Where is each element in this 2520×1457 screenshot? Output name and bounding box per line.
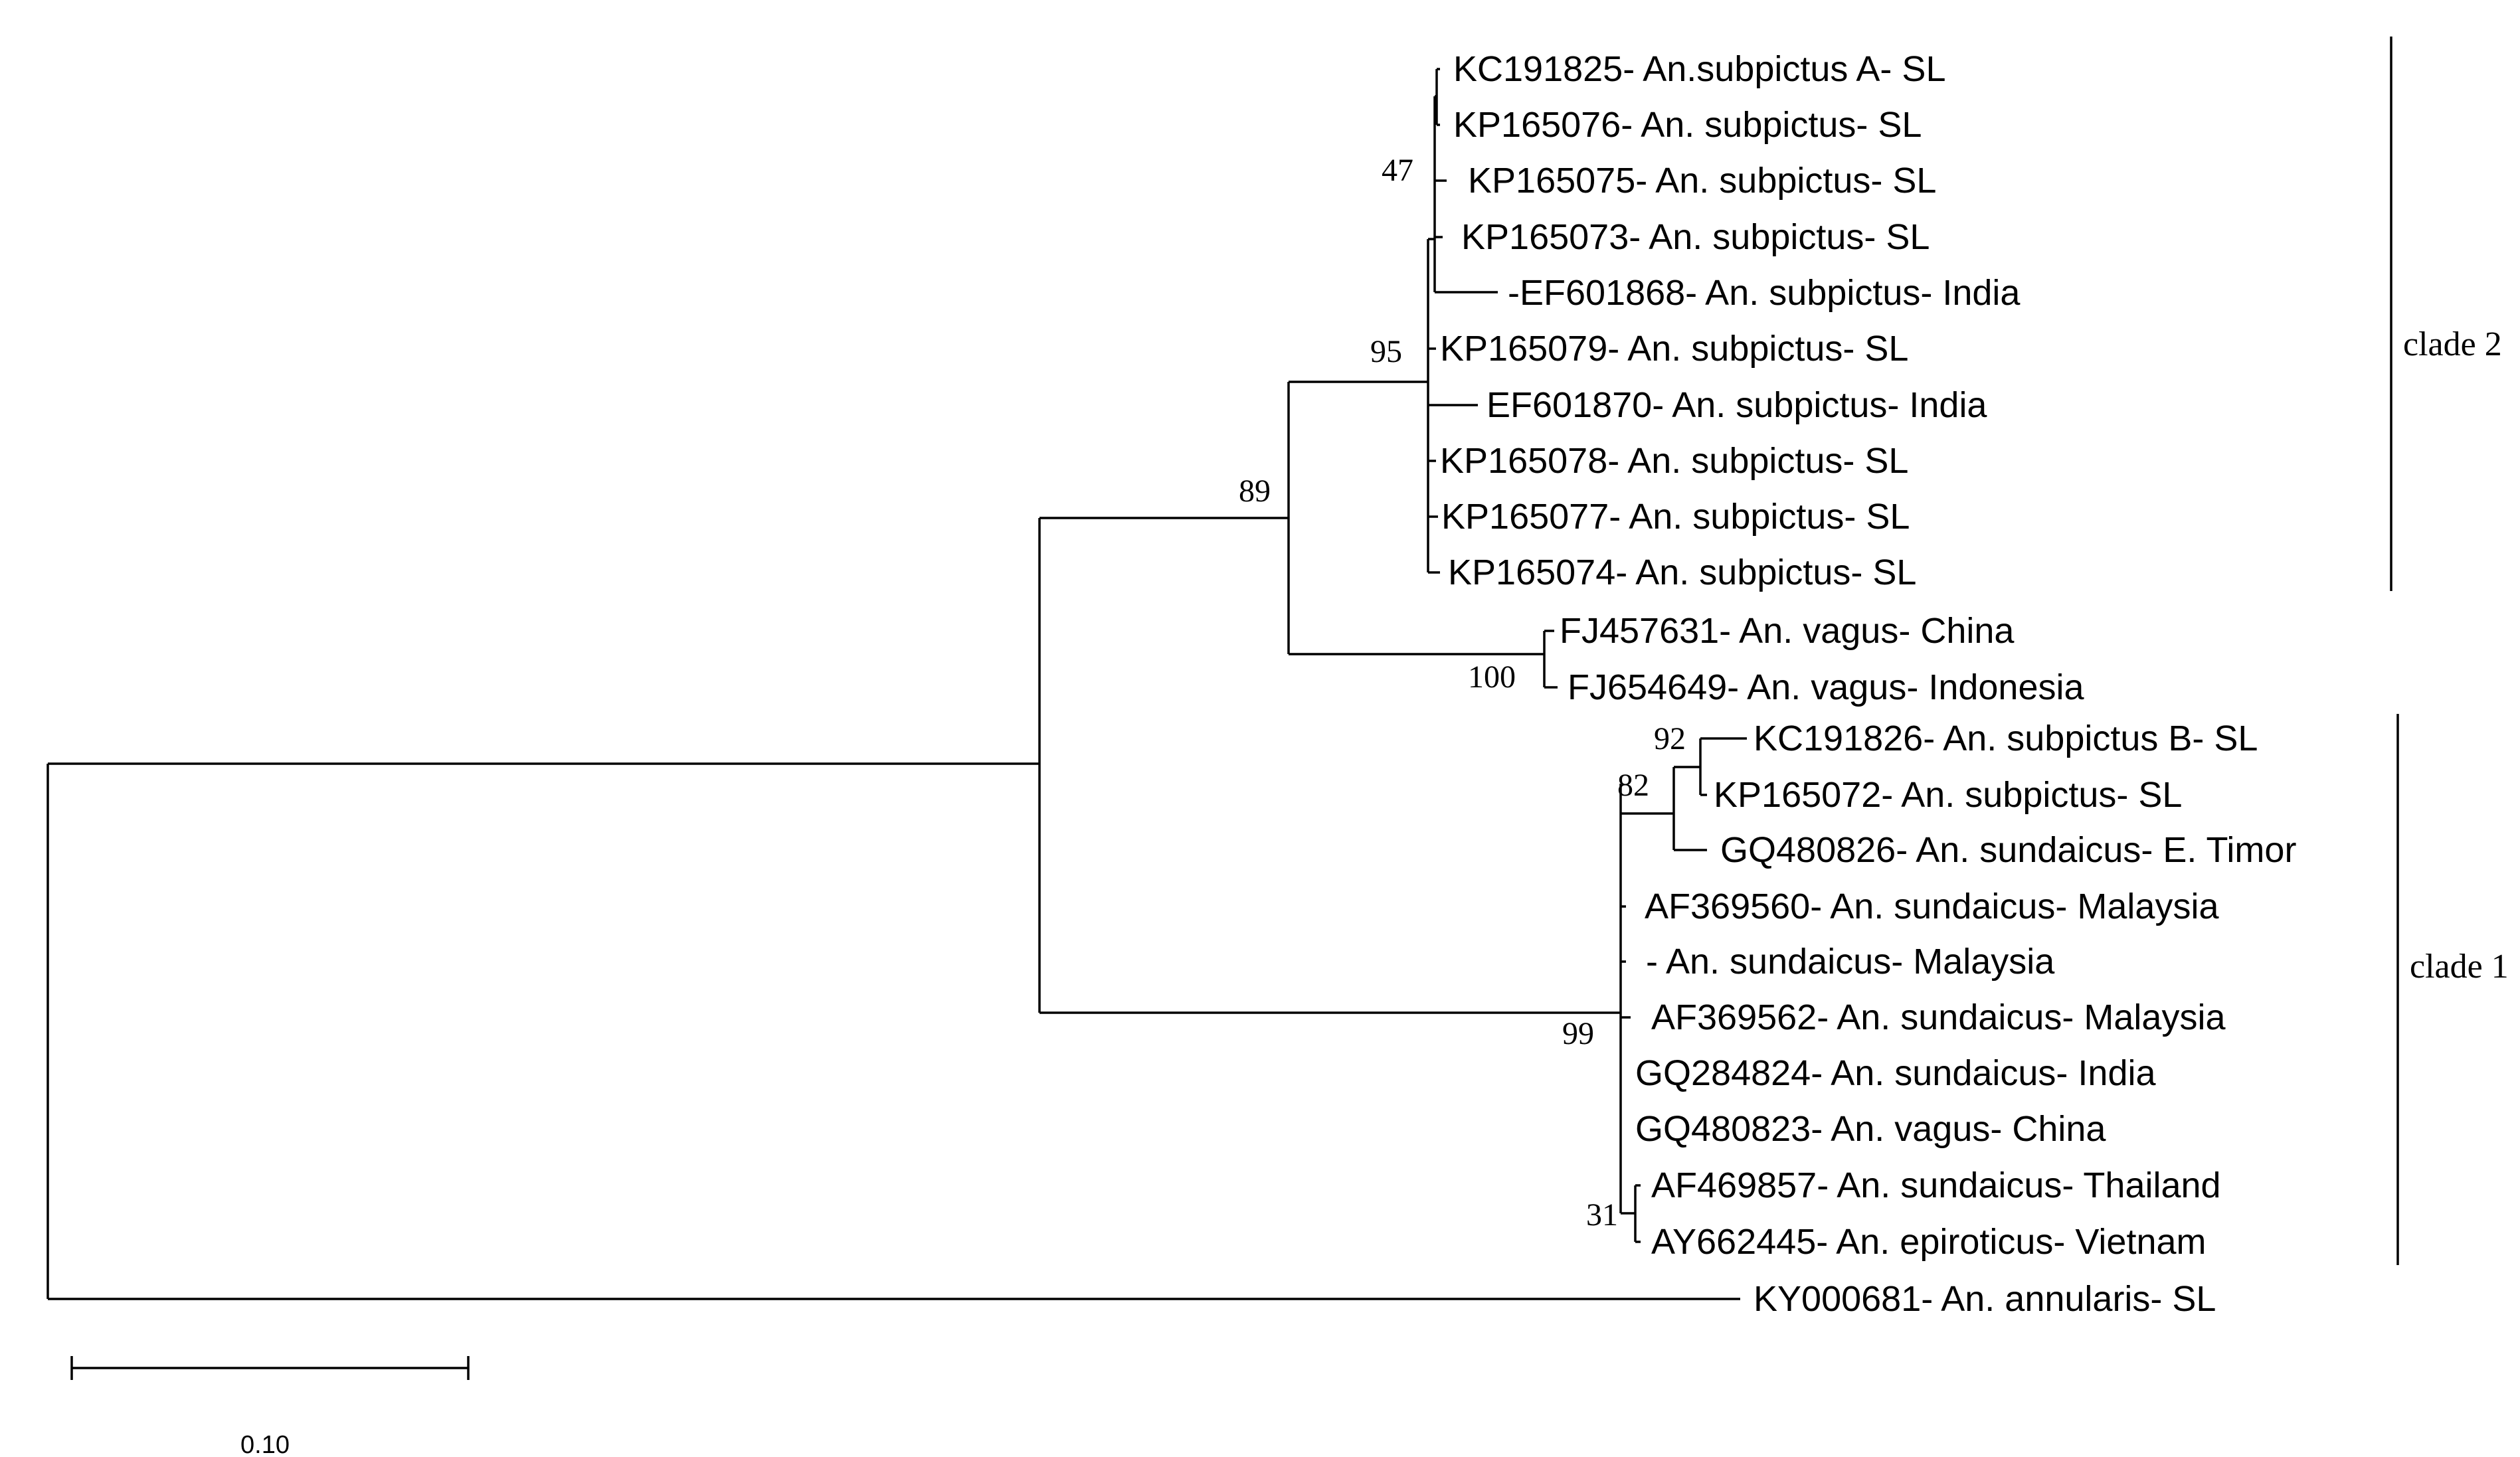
taxon-label: KP165077- An. subpictus- SL [1441,497,1910,537]
taxon-label: KP165073- An. subpictus- SL [1461,217,1930,257]
clade-2-label: clade 2 [2403,325,2502,363]
taxon-label: KP165075- An. subpictus- SL [1468,161,1936,201]
taxon-label: KP165078- An. subpictus- SL [1440,441,1908,481]
taxon-label: GQ480826- An. sundaicus- E. Timor [1720,830,2296,870]
taxon-label: - An. sundaicus- Malaysia [1646,942,2055,982]
clade-brackets: clade 2 clade 1 [2390,37,2509,1265]
taxon-label: KP165079- An. subpictus- SL [1440,329,1908,369]
support-value: 99 [1562,1016,1594,1051]
taxon-label: AF469857- An. sundaicus- Thailand [1651,1165,2221,1205]
taxon-label: AY662445- An. epiroticus- Vietnam [1651,1222,2206,1262]
taxon-label: GQ284824- An. sundaicus- India [1635,1053,2156,1093]
taxon-label: KP165076- An. subpictus- SL [1453,105,1922,145]
taxon-label: KC191825- An.subpictus A- SL [1453,49,1945,89]
support-value: 31 [1586,1197,1618,1233]
support-value: 92 [1654,721,1686,756]
scale-bar: 0.10 [70,1356,470,1457]
support-value: 82 [1617,768,1649,803]
taxon-label: AF369560- An. sundaicus- Malaysia [1645,887,2219,926]
taxon-label: GQ480823- An. vagus- China [1635,1109,2106,1149]
taxon-label: FJ654649- An. vagus- Indonesia [1568,667,2084,707]
scale-bar-line [70,1356,470,1380]
taxon-label: EF601870- An. subpictus- India [1486,385,1987,425]
taxon-label: FJ457631- An. vagus- China [1560,611,2015,651]
support-value: 89 [1239,473,1271,509]
taxon-label: -EF601868- An. subpictus- India [1508,273,2021,313]
clade-1-label: clade 1 [2410,948,2509,986]
support-values: 47 95 89 100 92 82 99 31 [1239,153,1686,1233]
taxon-label: KP165074- An. subpictus- SL [1448,553,1916,592]
tree-branches [46,68,1747,1300]
taxon-labels: KC191825- An.subpictus A- SL KP165076- A… [1440,49,2296,1319]
taxon-label: AF369562- An. sundaicus- Malaysia [1651,997,2226,1037]
taxon-label: KC191826- An. subpictus B- SL [1754,719,2258,758]
support-value: 100 [1468,659,1516,695]
taxon-label: KP165072- An. subpictus- SL [1714,775,2182,815]
scale-bar-label: 0.10 [240,1431,290,1457]
support-value: 47 [1382,153,1413,188]
taxon-label: KY000681- An. annularis- SL [1754,1279,2216,1319]
support-value: 95 [1370,334,1402,369]
